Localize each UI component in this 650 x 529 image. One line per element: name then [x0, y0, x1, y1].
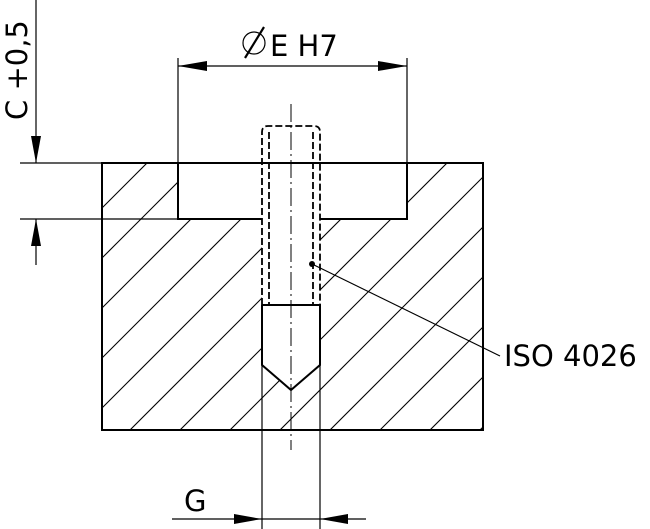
diameter-dimension: E H7 [177, 26, 408, 163]
hatch-line [102, 163, 111, 430]
hatch-line [102, 163, 361, 430]
iso-callout: ISO 4026 [309, 261, 637, 373]
hatch-line [269, 163, 483, 430]
set-screw-inner-line [268, 132, 314, 305]
block-body-outline [101, 162, 484, 431]
hatch-line [102, 163, 211, 430]
diameter-symbol-icon [242, 26, 266, 59]
hatch-line [169, 163, 461, 430]
depth-dimension: C +0,5 [0, 0, 178, 265]
hatch-line [102, 163, 161, 430]
hatch-line [102, 163, 261, 430]
hatch-line [319, 163, 483, 430]
iso-callout-label: ISO 4026 [504, 339, 637, 373]
hatch-line [119, 163, 411, 430]
counterbore-outline [177, 163, 408, 220]
thread-label: G [184, 484, 206, 518]
hatch-line [419, 163, 483, 430]
hatch-line [369, 163, 483, 430]
thread-dimension: G [172, 305, 366, 529]
hatch-line [469, 163, 483, 430]
hatch-line [102, 163, 311, 430]
section-hatching [102, 163, 483, 430]
diameter-label: E H7 [270, 29, 338, 63]
hatch-line [219, 163, 483, 430]
depth-label: C +0,5 [0, 20, 34, 120]
